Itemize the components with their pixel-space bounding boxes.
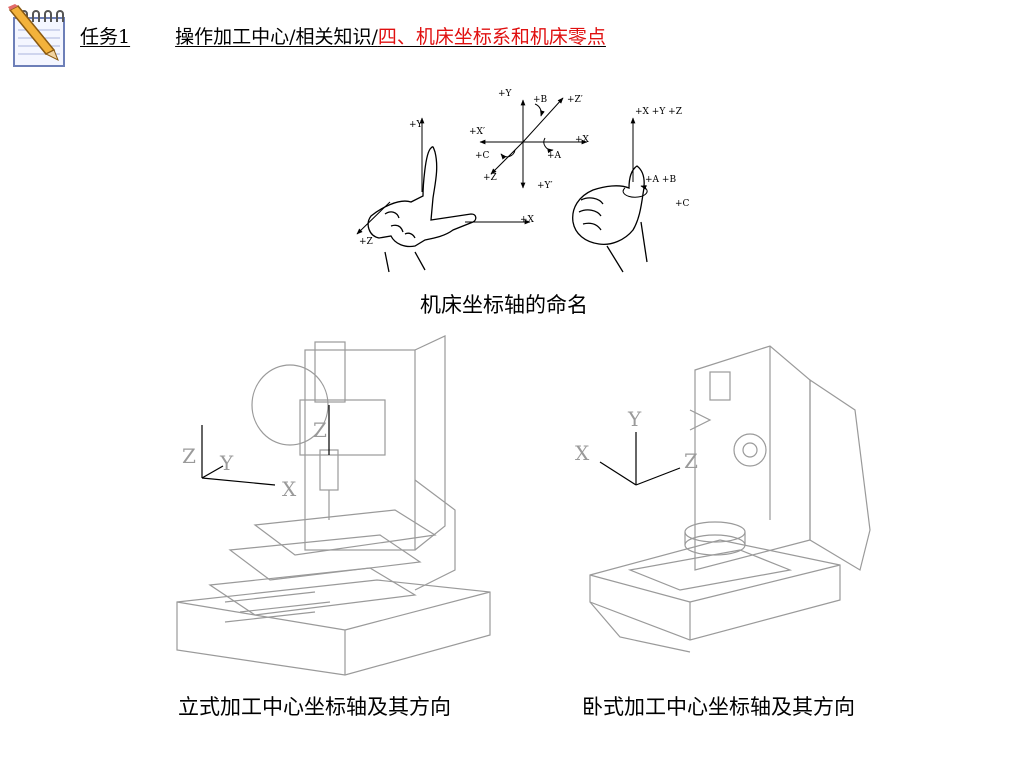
right-label-ab: +A +B xyxy=(645,175,676,185)
right-label-c: +C xyxy=(675,199,690,209)
breadcrumb-path: 操作加工中心/相关知识/ xyxy=(175,26,378,48)
center-label-c: +C xyxy=(475,151,490,161)
center-label-x: +X xyxy=(575,135,590,145)
center-label-y-prime: +Y′ xyxy=(537,181,553,191)
horizontal-axis-x: X xyxy=(575,441,590,465)
hand-caption: 机床坐标轴的命名 xyxy=(420,293,588,317)
center-label-z-prime: +Z′ xyxy=(567,95,583,105)
notepad-pencil-icon xyxy=(8,4,65,67)
vertical-axis-z: Z xyxy=(182,444,196,468)
left-label-z: +Z xyxy=(359,237,373,247)
vertical-machining-center-figure: Z Y X Z xyxy=(176,335,491,676)
horizontal-machining-center-figure: Y X Z xyxy=(575,345,871,653)
vertical-caption: 立式加工中心坐标轴及其方向 xyxy=(178,695,451,719)
section-title: 四、机床坐标系和机床零点 xyxy=(377,26,606,48)
vertical-axis-y: Y xyxy=(219,451,234,475)
vertical-axis-x: X xyxy=(282,477,297,501)
horizontal-caption: 卧式加工中心坐标轴及其方向 xyxy=(582,695,855,719)
center-label-a: +A xyxy=(547,151,562,161)
center-label-z: +Z xyxy=(483,173,497,183)
center-label-y: +Y xyxy=(498,89,513,99)
vertical-spindle-z: Z xyxy=(313,418,327,442)
left-label-y: +Y xyxy=(409,120,424,130)
right-label-xyz: +X +Y +Z xyxy=(635,107,682,117)
horizontal-axis-y: Y xyxy=(627,407,642,431)
page-header: 任务1 操作加工中心/相关知识/四、机床坐标系和机床零点 xyxy=(80,22,606,49)
center-label-x-prime: +X′ xyxy=(469,127,485,137)
left-label-x: +X xyxy=(520,215,535,225)
horizontal-axis-z: Z xyxy=(684,449,698,473)
task-label: 任务1 xyxy=(80,26,131,48)
hand-rule-figure: +Y +X +Z +Y +B +Z′ +X′ +X +C +A +Z +Y′ +… xyxy=(356,89,690,273)
center-label-b: +B xyxy=(533,95,548,105)
